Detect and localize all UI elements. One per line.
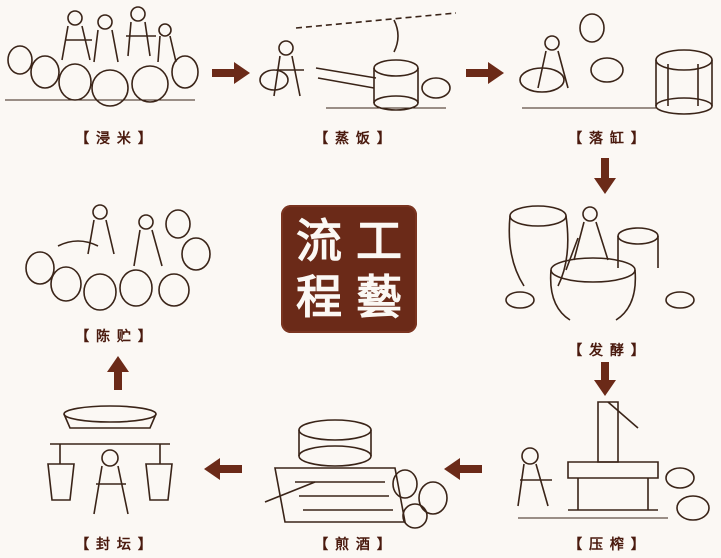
illustration-storing — [18, 196, 223, 318]
step-label-seal-jars: 【 封 坛 】 — [75, 537, 153, 553]
step-label-vat: 【 落 缸 】 — [568, 131, 646, 147]
illustration-soaking-rice — [0, 0, 200, 118]
step-label-ferment: 【 发 酵 】 — [568, 343, 646, 359]
seal-char: 程 — [296, 270, 342, 324]
arrow-up-icon — [107, 356, 129, 390]
process-seal-stamp: 流 程 工 藝 — [281, 205, 417, 333]
arrow-right-icon — [466, 62, 504, 84]
seal-char: 流 — [296, 214, 342, 268]
seal-char: 藝 — [356, 270, 402, 324]
step-label-store: 【 陈 贮 】 — [75, 329, 153, 345]
illustration-vat-filling — [512, 8, 717, 118]
arrow-left-icon — [204, 458, 242, 480]
arrow-right-icon — [212, 62, 250, 84]
illustration-pressing — [508, 398, 713, 526]
step-label-steam-rice: 【 蒸 饭 】 — [314, 131, 392, 147]
arrow-left-icon — [444, 458, 482, 480]
step-label-press: 【 压 榨 】 — [568, 537, 646, 553]
illustration-boiling-wine — [255, 412, 455, 530]
illustration-fermenting — [498, 198, 698, 328]
step-label-soak-rice: 【 浸 米 】 — [75, 131, 153, 147]
arrow-down-icon — [594, 158, 616, 194]
illustration-steaming-rice — [256, 8, 456, 118]
step-label-boil: 【 煎 酒 】 — [314, 537, 392, 553]
illustration-sealing-jars — [40, 404, 180, 528]
arrow-down-icon — [594, 362, 616, 396]
seal-char: 工 — [356, 214, 402, 268]
